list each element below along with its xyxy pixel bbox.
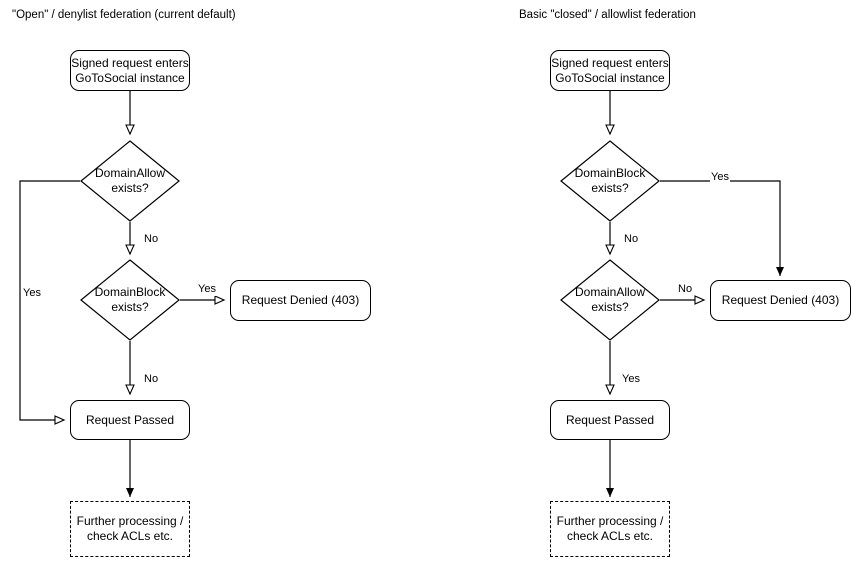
decision-left-1-line1: DomainAllow — [94, 166, 166, 180]
node-decision-domainallow-right-label: DomainAllow exists? — [560, 285, 660, 315]
node-request-passed-left: Request Passed — [70, 400, 190, 440]
diamond-shape-icon — [80, 259, 180, 341]
edge-label-left-block-no: No — [143, 373, 160, 386]
node-further-right-line1: Further processing / — [556, 514, 664, 528]
decision-left-1-line2: exists? — [111, 181, 149, 195]
decision-right-2-line1: DomainAllow — [574, 285, 646, 299]
decision-right-2-line2: exists? — [591, 300, 629, 314]
node-decision-domainallow-left: DomainAllow exists? — [80, 140, 180, 222]
node-request-denied-right: Request Denied (403) — [710, 280, 851, 321]
edge-label-left-allow-no: No — [143, 233, 160, 246]
node-decision-domainblock-left: DomainBlock exists? — [80, 259, 180, 341]
decision-left-2-line1: DomainBlock — [94, 285, 166, 299]
node-start-left: Signed request enters GoToSocial instanc… — [70, 50, 190, 91]
edge-allow-yes-to-passed — [19, 180, 80, 425]
decision-right-1-line1: DomainBlock — [574, 166, 646, 180]
node-further-processing-left: Further processing / check ACLs etc. — [70, 501, 190, 557]
node-further-right-line2: check ACLs etc. — [566, 529, 654, 543]
edge-label-left-allow-yes: Yes — [22, 287, 42, 300]
edge-label-right-block-yes: Yes — [710, 171, 730, 184]
node-decision-domainallow-right: DomainAllow exists? — [560, 259, 660, 341]
diamond-shape-icon — [80, 140, 180, 222]
node-decision-domainblock-right-label: DomainBlock exists? — [560, 166, 660, 196]
edge-r-block-yes-to-denied — [660, 180, 784, 276]
decision-left-2-line2: exists? — [111, 300, 149, 314]
edge-label-right-allow-no: No — [677, 283, 694, 296]
edge-label-right-block-no: No — [623, 233, 640, 246]
node-start-right-line1: Signed request enters — [551, 55, 669, 70]
diamond-shape-icon — [560, 140, 660, 222]
node-start-left-line2: GoToSocial instance — [75, 70, 185, 85]
node-decision-domainallow-left-label: DomainAllow exists? — [80, 166, 180, 196]
decision-right-1-line2: exists? — [591, 181, 629, 195]
diamond-shape-icon — [560, 259, 660, 341]
node-request-passed-right: Request Passed — [550, 400, 670, 440]
node-further-left-line2: check ACLs etc. — [86, 529, 174, 543]
node-start-left-line1: Signed request enters — [71, 55, 189, 70]
node-decision-domainblock-left-label: DomainBlock exists? — [80, 285, 180, 315]
edge-label-right-allow-yes: Yes — [621, 373, 641, 386]
edge-label-left-block-yes: Yes — [197, 283, 217, 296]
node-request-denied-left: Request Denied (403) — [230, 280, 371, 321]
panel-heading-closed-allowlist: Basic "closed" / allowlist federation — [519, 9, 696, 21]
node-decision-domainblock-right: DomainBlock exists? — [560, 140, 660, 222]
node-start-right: Signed request enters GoToSocial instanc… — [550, 50, 670, 91]
node-start-right-line2: GoToSocial instance — [555, 70, 665, 85]
node-further-processing-right: Further processing / check ACLs etc. — [550, 501, 670, 557]
panel-heading-open-denylist: "Open" / denylist federation (current de… — [12, 9, 236, 21]
node-further-left-line1: Further processing / — [76, 514, 184, 528]
